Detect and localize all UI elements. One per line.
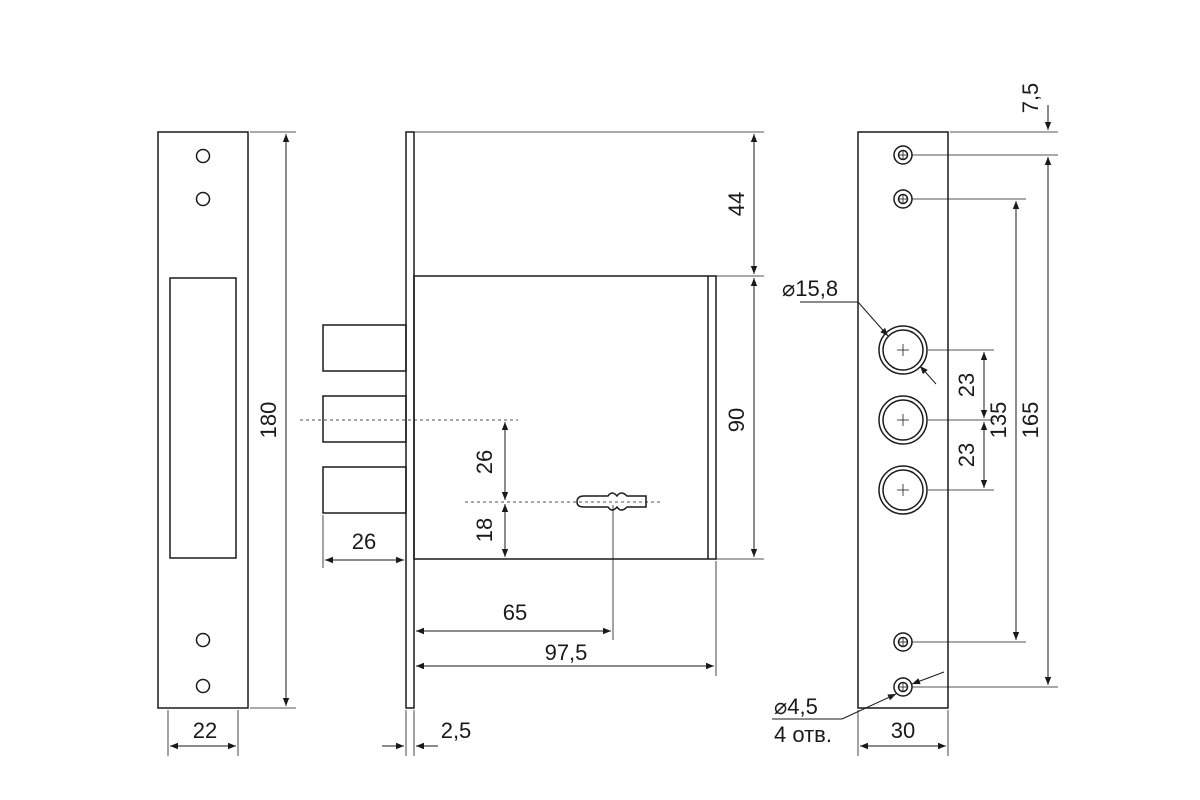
dim-label-screw-hole-diameter: ⌀4,5 [774,694,818,719]
faceplate-screw-hole [893,145,913,165]
dim-label-outer-screw-spacing: 165 [1018,402,1043,439]
lock-body [413,275,717,560]
faceplate-front-view: 7,5 165 135 23 23 ⌀15,8 ⌀4,5 4 отв. 30 [772,83,1058,756]
strike-screw-hole [195,632,211,648]
dim-label-bolt-pitch-lower: 23 [954,443,979,467]
dim-label-bolt-projection: 26 [352,529,376,554]
dim-label-plate-thickness: 2,5 [441,718,472,743]
dim-label-bolt-spacing: 26 [472,450,497,474]
dim-label-cylinder-diameter: ⌀15,8 [782,276,838,301]
dim-label-screw-hole-count: 4 отв. [774,722,832,747]
strike-plate-view: 180 22 [157,131,296,756]
dim-label-strike-width: 22 [193,718,217,743]
lock-side-view: 44 90 26 18 26 65 97,5 2,5 [300,131,764,756]
strike-plate-bolt-slot [169,277,237,559]
dim-label-body-depth: 97,5 [545,640,588,665]
dim-label-screw-top-offset: 7,5 [1018,83,1043,114]
bolt-end [878,325,928,375]
dim-label-inner-screw-spacing: 135 [986,402,1011,439]
faceplate-screw-hole [893,189,913,209]
leader-screw-hole-diameter [841,693,897,720]
dim-label-top-offset: 44 [724,192,749,216]
bolt-end [878,395,928,445]
keyhole [576,492,647,511]
strike-screw-hole [195,678,211,694]
bolt [322,324,407,372]
faceplate-screw-hole [893,632,913,652]
bolt [322,466,407,514]
dim-label-faceplate-width: 30 [891,718,915,743]
dim-label-body-height: 90 [724,408,749,432]
strike-plate-outline [157,131,249,709]
bolt-end [878,465,928,515]
faceplate-screw-hole [893,677,913,697]
dim-label-bolt-pitch-upper: 23 [954,373,979,397]
dim-label-keyhole-offset: 18 [472,518,497,542]
leader-cylinder-diameter [857,301,889,337]
strike-screw-hole [195,148,211,164]
bolt [322,395,407,443]
dim-label-keyhole-backset: 65 [503,600,527,625]
dim-label-strike-height: 180 [256,402,281,439]
strike-screw-hole [195,191,211,207]
